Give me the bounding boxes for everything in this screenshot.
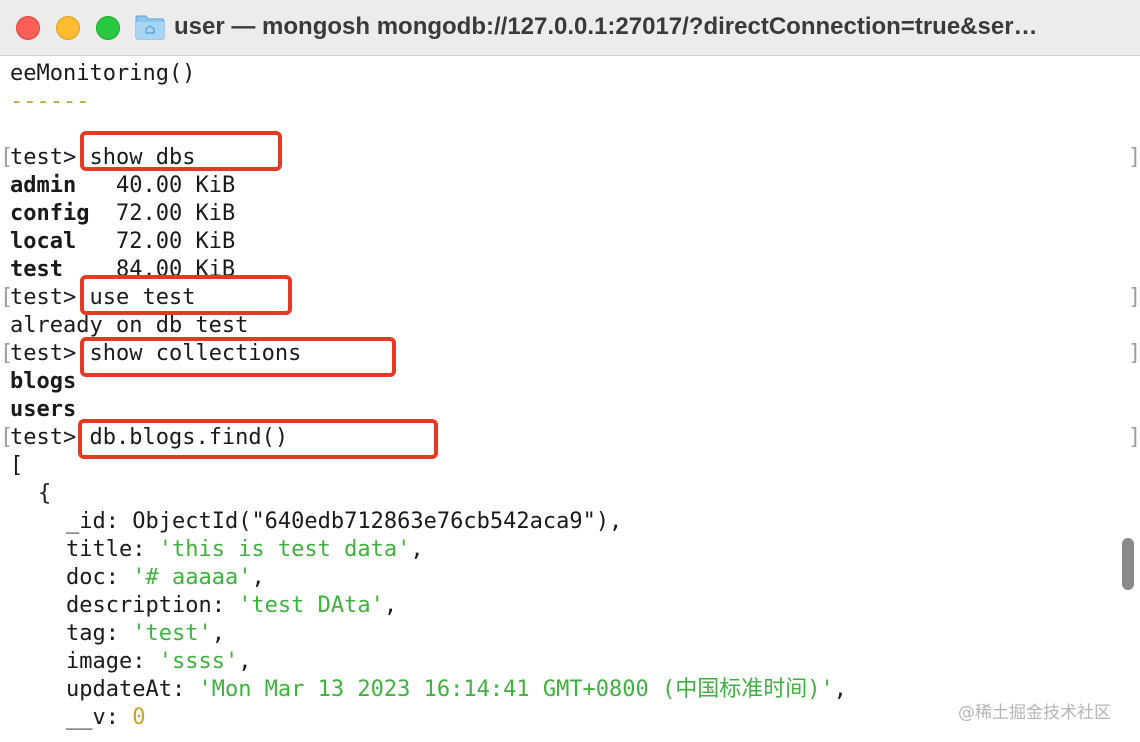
separator-line: ------: [10, 89, 90, 114]
field-key: image:: [66, 649, 159, 674]
prompt: test>: [10, 145, 77, 170]
window-title: user — mongosh mongodb://127.0.0.1:27017…: [174, 13, 1038, 40]
collection-name: users: [10, 397, 77, 422]
comma: ,: [251, 565, 265, 590]
watermark: @稀土掘金技术社区: [958, 703, 1111, 723]
close-button[interactable]: [16, 16, 40, 40]
prompt-bracket-right: ]: [1128, 145, 1140, 170]
command-text: show collections: [89, 341, 302, 366]
prompt-bracket-left: [: [0, 285, 14, 310]
zoom-button[interactable]: [96, 16, 120, 40]
doc-field: title: 'this is test data',: [66, 536, 424, 564]
output-line: eeMonitoring(): [10, 61, 196, 86]
command-text: use test: [89, 285, 196, 310]
output-line: {: [38, 481, 52, 506]
command-text: show dbs: [89, 145, 196, 170]
comma: ,: [833, 677, 848, 702]
doc-field: image: 'ssss',: [66, 648, 251, 676]
db-row: config 72.00 KiB: [10, 200, 235, 228]
db-name: config: [10, 201, 90, 226]
doc-field: tag: 'test',: [66, 620, 225, 648]
command-line: test> use test: [10, 284, 196, 312]
prompt-bracket-right: ]: [1128, 285, 1140, 310]
doc-field: __v: 0: [66, 704, 145, 732]
highlight-box: [80, 131, 282, 171]
field-value: '# aaaaa': [132, 565, 252, 590]
db-row: local 72.00 KiB: [10, 228, 235, 256]
field-value: 'test DAta': [238, 593, 384, 618]
highlight-box: [78, 419, 438, 459]
field-value: 'ssss': [158, 649, 239, 674]
db-size: 72.00 KiB: [115, 229, 236, 254]
folder-icon: [135, 15, 165, 40]
comma: ,: [410, 537, 424, 562]
prompt-bracket-right: ]: [1128, 341, 1140, 366]
field-key: doc:: [66, 565, 133, 590]
comma: ,: [211, 621, 225, 646]
db-name: admin: [10, 173, 77, 198]
db-name: local: [10, 229, 77, 254]
field-key: updateAt:: [66, 677, 199, 702]
field-value: 'Mon Mar 13 2023 16:14:41 GMT+0800 (中国标准…: [198, 677, 834, 702]
db-size: 40.00 KiB: [115, 173, 236, 198]
doc-field: doc: '# aaaaa',: [66, 564, 265, 592]
collection-name: blogs: [10, 369, 77, 394]
output-line: [: [10, 453, 24, 478]
db-size: 72.00 KiB: [115, 201, 236, 226]
field-key: __v:: [66, 705, 133, 730]
field-key: title:: [66, 537, 159, 562]
command-line: test> show collections: [10, 340, 302, 368]
field-value: 'test': [132, 621, 212, 646]
doc-field: _id: ObjectId("640edb712863e76cb542aca9"…: [66, 508, 622, 536]
comma: ,: [238, 649, 252, 674]
terminal-output[interactable]: eeMonitoring() ------ [ test> show dbs ]…: [0, 56, 1140, 742]
comma: ,: [383, 593, 398, 618]
db-row: admin 40.00 KiB: [10, 172, 235, 200]
command-text: db.blogs.find(): [89, 425, 289, 450]
prompt-bracket-left: [: [0, 145, 14, 170]
field-key: description:: [66, 593, 239, 618]
db-name: test: [10, 257, 63, 282]
field-value: 0: [132, 705, 146, 730]
field-value: ObjectId("640edb712863e76cb542aca9"),: [132, 509, 623, 534]
prompt-bracket-left: [: [0, 425, 14, 450]
doc-field: updateAt: 'Mon Mar 13 2023 16:14:41 GMT+…: [66, 676, 847, 704]
highlight-box: [80, 275, 292, 315]
output-line: already on db test: [10, 313, 249, 338]
prompt: test>: [10, 425, 77, 450]
field-key: _id:: [66, 509, 133, 534]
doc-field: description: 'test DAta',: [66, 592, 397, 620]
command-line: test> db.blogs.find(): [10, 424, 289, 452]
minimize-button[interactable]: [56, 16, 80, 40]
field-key: tag:: [66, 621, 133, 646]
prompt-bracket-right: ]: [1128, 425, 1140, 450]
prompt-bracket-left: [: [0, 341, 14, 366]
title-bar: user — mongosh mongodb://127.0.0.1:27017…: [0, 0, 1140, 56]
scrollbar-thumb[interactable]: [1122, 538, 1134, 590]
prompt: test>: [10, 285, 77, 310]
field-value: 'this is test data': [158, 537, 411, 562]
highlight-box: [80, 337, 396, 377]
command-line: test> show dbs: [10, 144, 195, 172]
prompt: test>: [10, 341, 77, 366]
